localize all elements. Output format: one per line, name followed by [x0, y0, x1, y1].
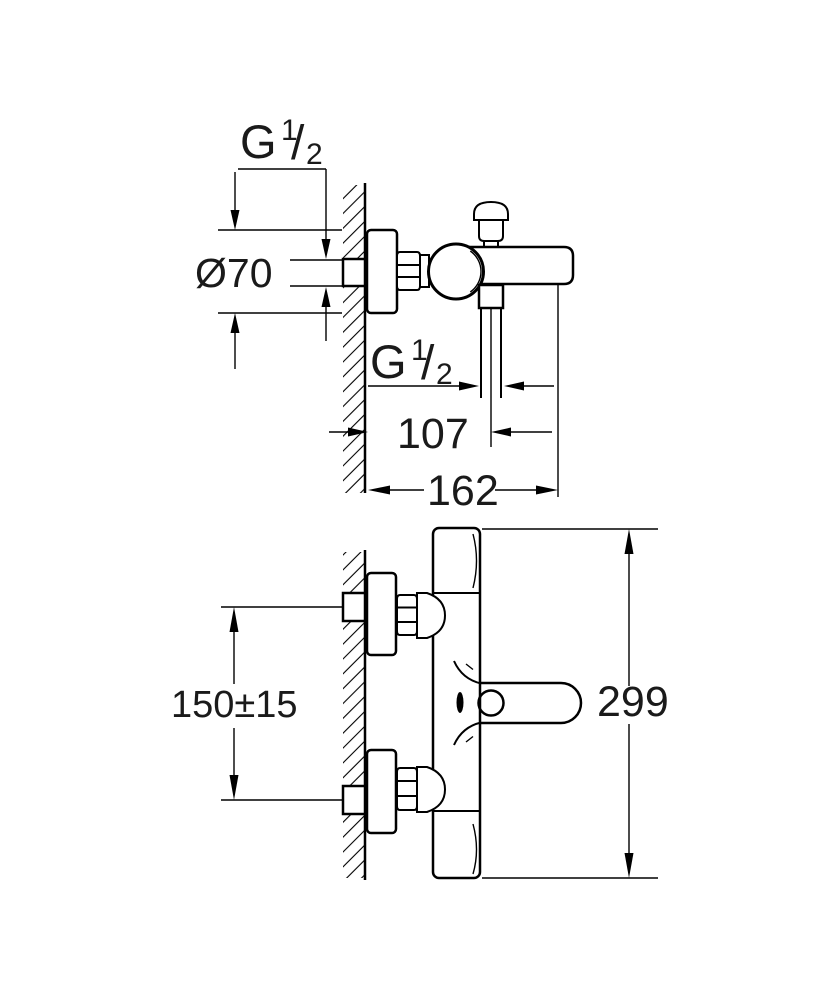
- supply-pipe-stub: [341, 784, 367, 816]
- arrowhead-down-icon: [230, 210, 240, 230]
- wall-to-hose-value: 107: [397, 410, 469, 458]
- hose-connector: [477, 283, 505, 310]
- bottom-cap-grip-curve: [472, 823, 478, 875]
- arrowhead-left-icon: [504, 381, 524, 391]
- hose-thread-label-numerator: 1: [411, 334, 428, 367]
- connection-spacing-value: 150±15: [171, 684, 298, 726]
- union-cone: [416, 766, 447, 813]
- union-nut: [396, 767, 418, 811]
- spout-flare-tick: [465, 663, 474, 671]
- dim-wall-to-body-end: 162: [368, 467, 558, 515]
- wall-hatching: [343, 185, 365, 493]
- arrowhead-up-icon: [229, 607, 239, 632]
- union-nut-facets: [397, 264, 420, 278]
- escutcheon-diameter-label: Ø70: [195, 250, 273, 296]
- hose-thread-label-slash: /: [421, 337, 435, 390]
- diverter-knob-top: [477, 689, 505, 717]
- arrowhead-left-icon: [368, 485, 390, 495]
- arrowhead-right-icon: [348, 427, 368, 437]
- union-nut: [396, 594, 418, 636]
- escutcheon: [365, 228, 399, 315]
- handle-knob: [427, 242, 485, 301]
- thread-top-leader: [238, 168, 327, 240]
- dim-hose-thread: G 1 / 2: [368, 334, 554, 391]
- dim-escutcheon-diameter: Ø70: [195, 172, 342, 369]
- spout-slot-mark: [456, 692, 464, 713]
- spout-flare-bottom: [453, 721, 482, 746]
- dim-thread-top: G 1 / 2: [238, 114, 331, 341]
- arrowhead-down-icon: [229, 775, 239, 800]
- dim-overall-width: 299: [482, 528, 669, 879]
- arrowhead-up-icon: [230, 313, 240, 333]
- plan-view: 299 150±15: [171, 526, 669, 880]
- supply-pipe-stub: [341, 591, 367, 623]
- overall-width-value: 299: [597, 678, 669, 726]
- arrowhead-left-icon: [491, 427, 511, 437]
- thread-top-label-slash: /: [291, 117, 305, 170]
- spout-outline: [480, 681, 583, 725]
- hose-thread-label-denominator: 2: [436, 358, 453, 391]
- union-nut: [396, 251, 421, 291]
- union-nut-facets: [397, 780, 417, 797]
- hose-thread-label-g: G: [370, 335, 407, 388]
- arrowhead-down-icon: [624, 853, 634, 878]
- arrowhead-down-icon: [321, 239, 331, 259]
- union-nut-facets: [397, 606, 417, 623]
- thread-top-label-g: G: [240, 115, 277, 168]
- diverter-knob-cap: [473, 200, 509, 221]
- spout: [453, 660, 583, 746]
- thread-top-label-denominator: 2: [306, 138, 323, 171]
- supply-pipe-stub: [341, 257, 367, 288]
- dim-connection-spacing: 150±15: [171, 607, 298, 800]
- handle-rim-arc: [469, 250, 482, 293]
- side-view: G 1 / 2 Ø70 G 1 / 2: [195, 114, 575, 515]
- dim-wall-to-hose: 107: [329, 410, 552, 458]
- arrowhead-up-icon: [321, 287, 331, 307]
- escutcheon: [365, 571, 398, 657]
- diverter-knob-body: [478, 218, 504, 242]
- arrowhead-right-icon: [536, 485, 558, 495]
- arrowhead-up-icon: [624, 529, 634, 554]
- thread-top-label-numerator: 1: [281, 114, 298, 147]
- arrowhead-right-icon: [459, 381, 479, 391]
- spout-flare-top: [453, 660, 482, 685]
- union-cone: [416, 592, 447, 639]
- hose-outlet-tube: [480, 308, 502, 398]
- escutcheon: [365, 748, 398, 835]
- top-cap-grip-curve: [472, 533, 478, 589]
- wall-to-body-end-value: 162: [427, 467, 499, 515]
- spout-flare-tick: [465, 735, 474, 743]
